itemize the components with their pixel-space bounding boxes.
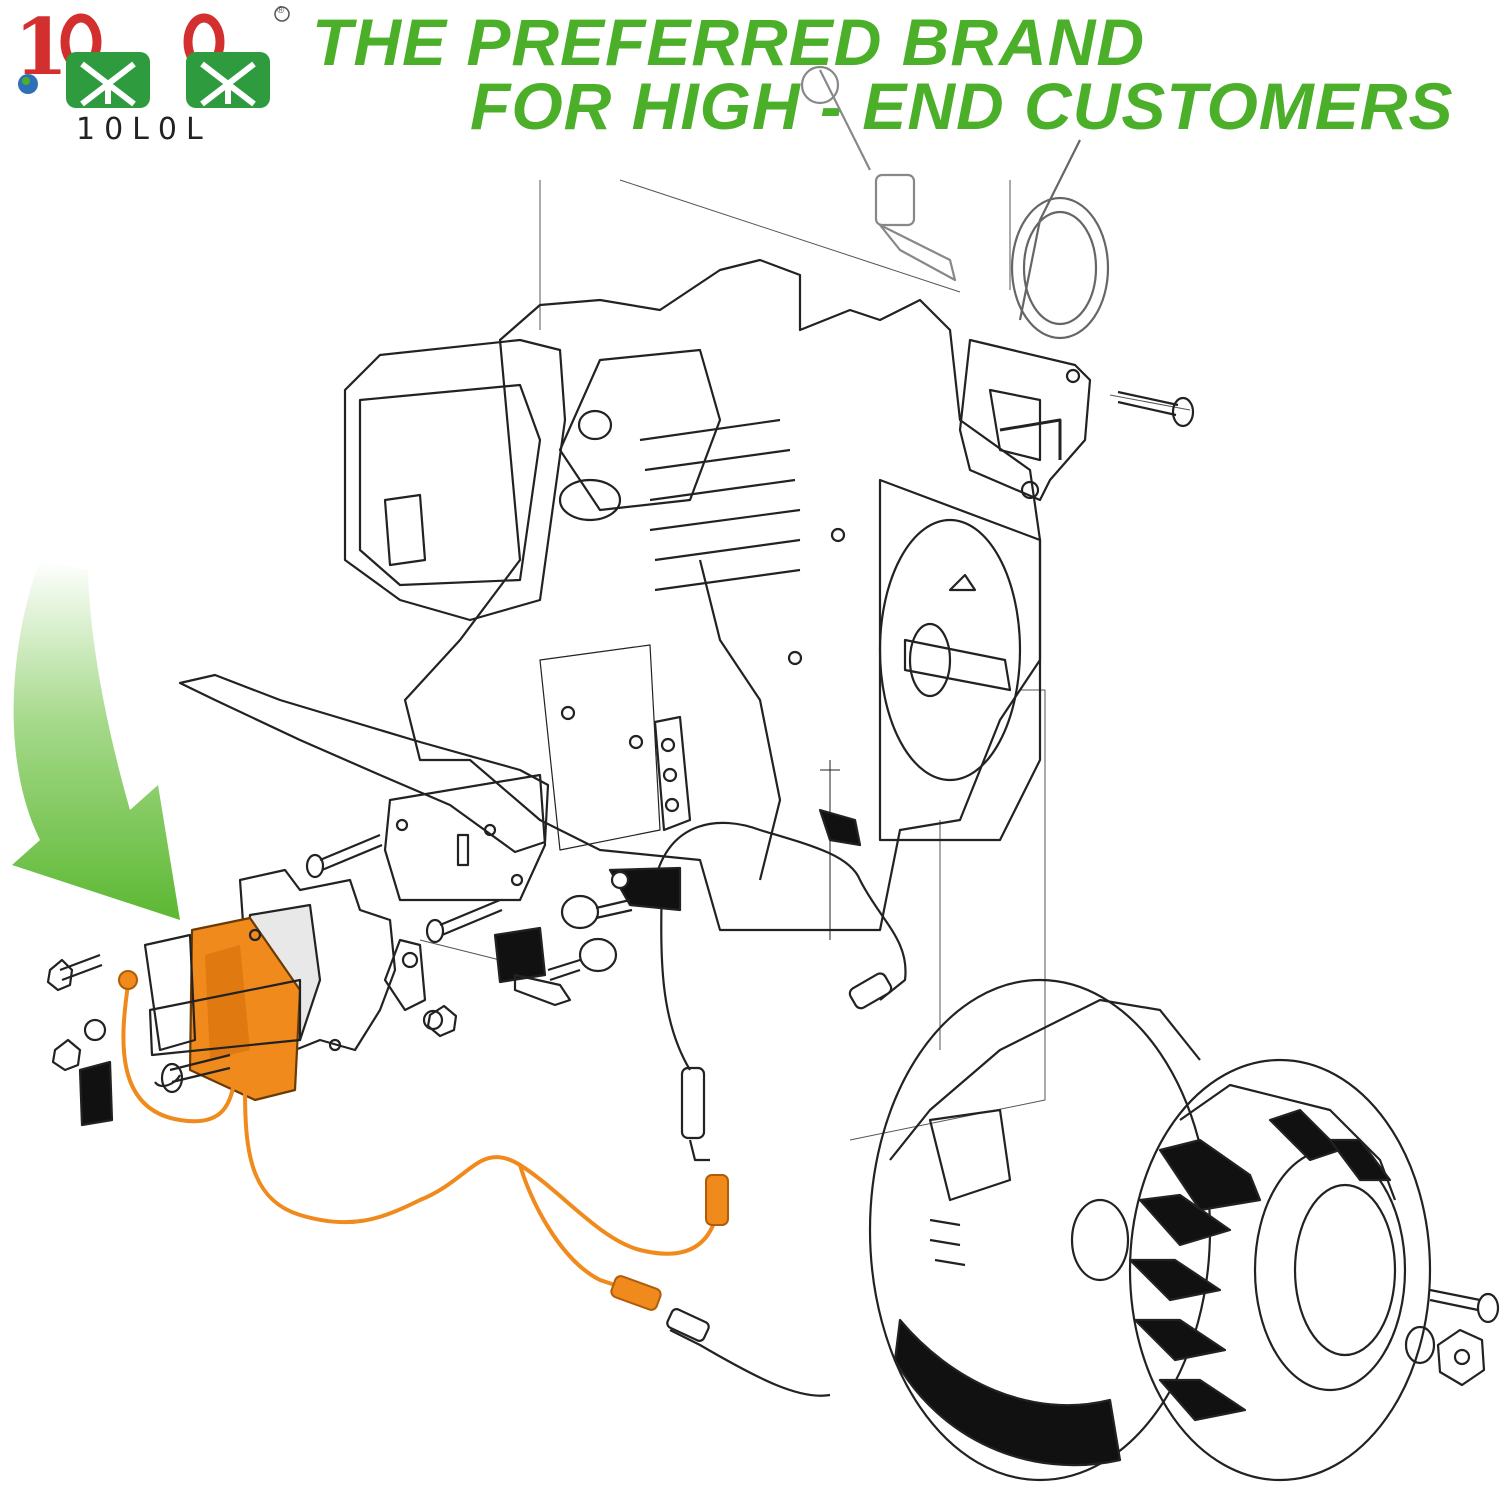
bolts-icon (46, 833, 633, 1127)
brand-logo: 1 ® (6, 2, 296, 154)
mounting-bracket (178, 673, 550, 902)
spark-plug-icon (800, 65, 957, 282)
cooling-fan-icon (1128, 1058, 1500, 1482)
logo-mark-icon: 1 (14, 2, 290, 108)
orange-ground-wire (121, 984, 717, 1292)
highlight-arrow-icon (12, 560, 180, 920)
wire-clip-icon (493, 926, 572, 1007)
highlighted-coil-module (143, 868, 444, 1102)
registered-mark: ® (277, 5, 285, 16)
engine-block-outline (343, 258, 1042, 940)
ignition-lead-icon (1010, 139, 1110, 340)
logo-wordmark: 10L0L (76, 112, 212, 147)
headline-line-1: THE PREFERRED BRAND (312, 5, 1146, 79)
headline-line-2: FOR HIGH - END CUSTOMERS (470, 69, 1454, 143)
top-coil-module (958, 338, 1195, 502)
flywheel-icon (868, 978, 1212, 1482)
leader-lines (419, 179, 1191, 1141)
